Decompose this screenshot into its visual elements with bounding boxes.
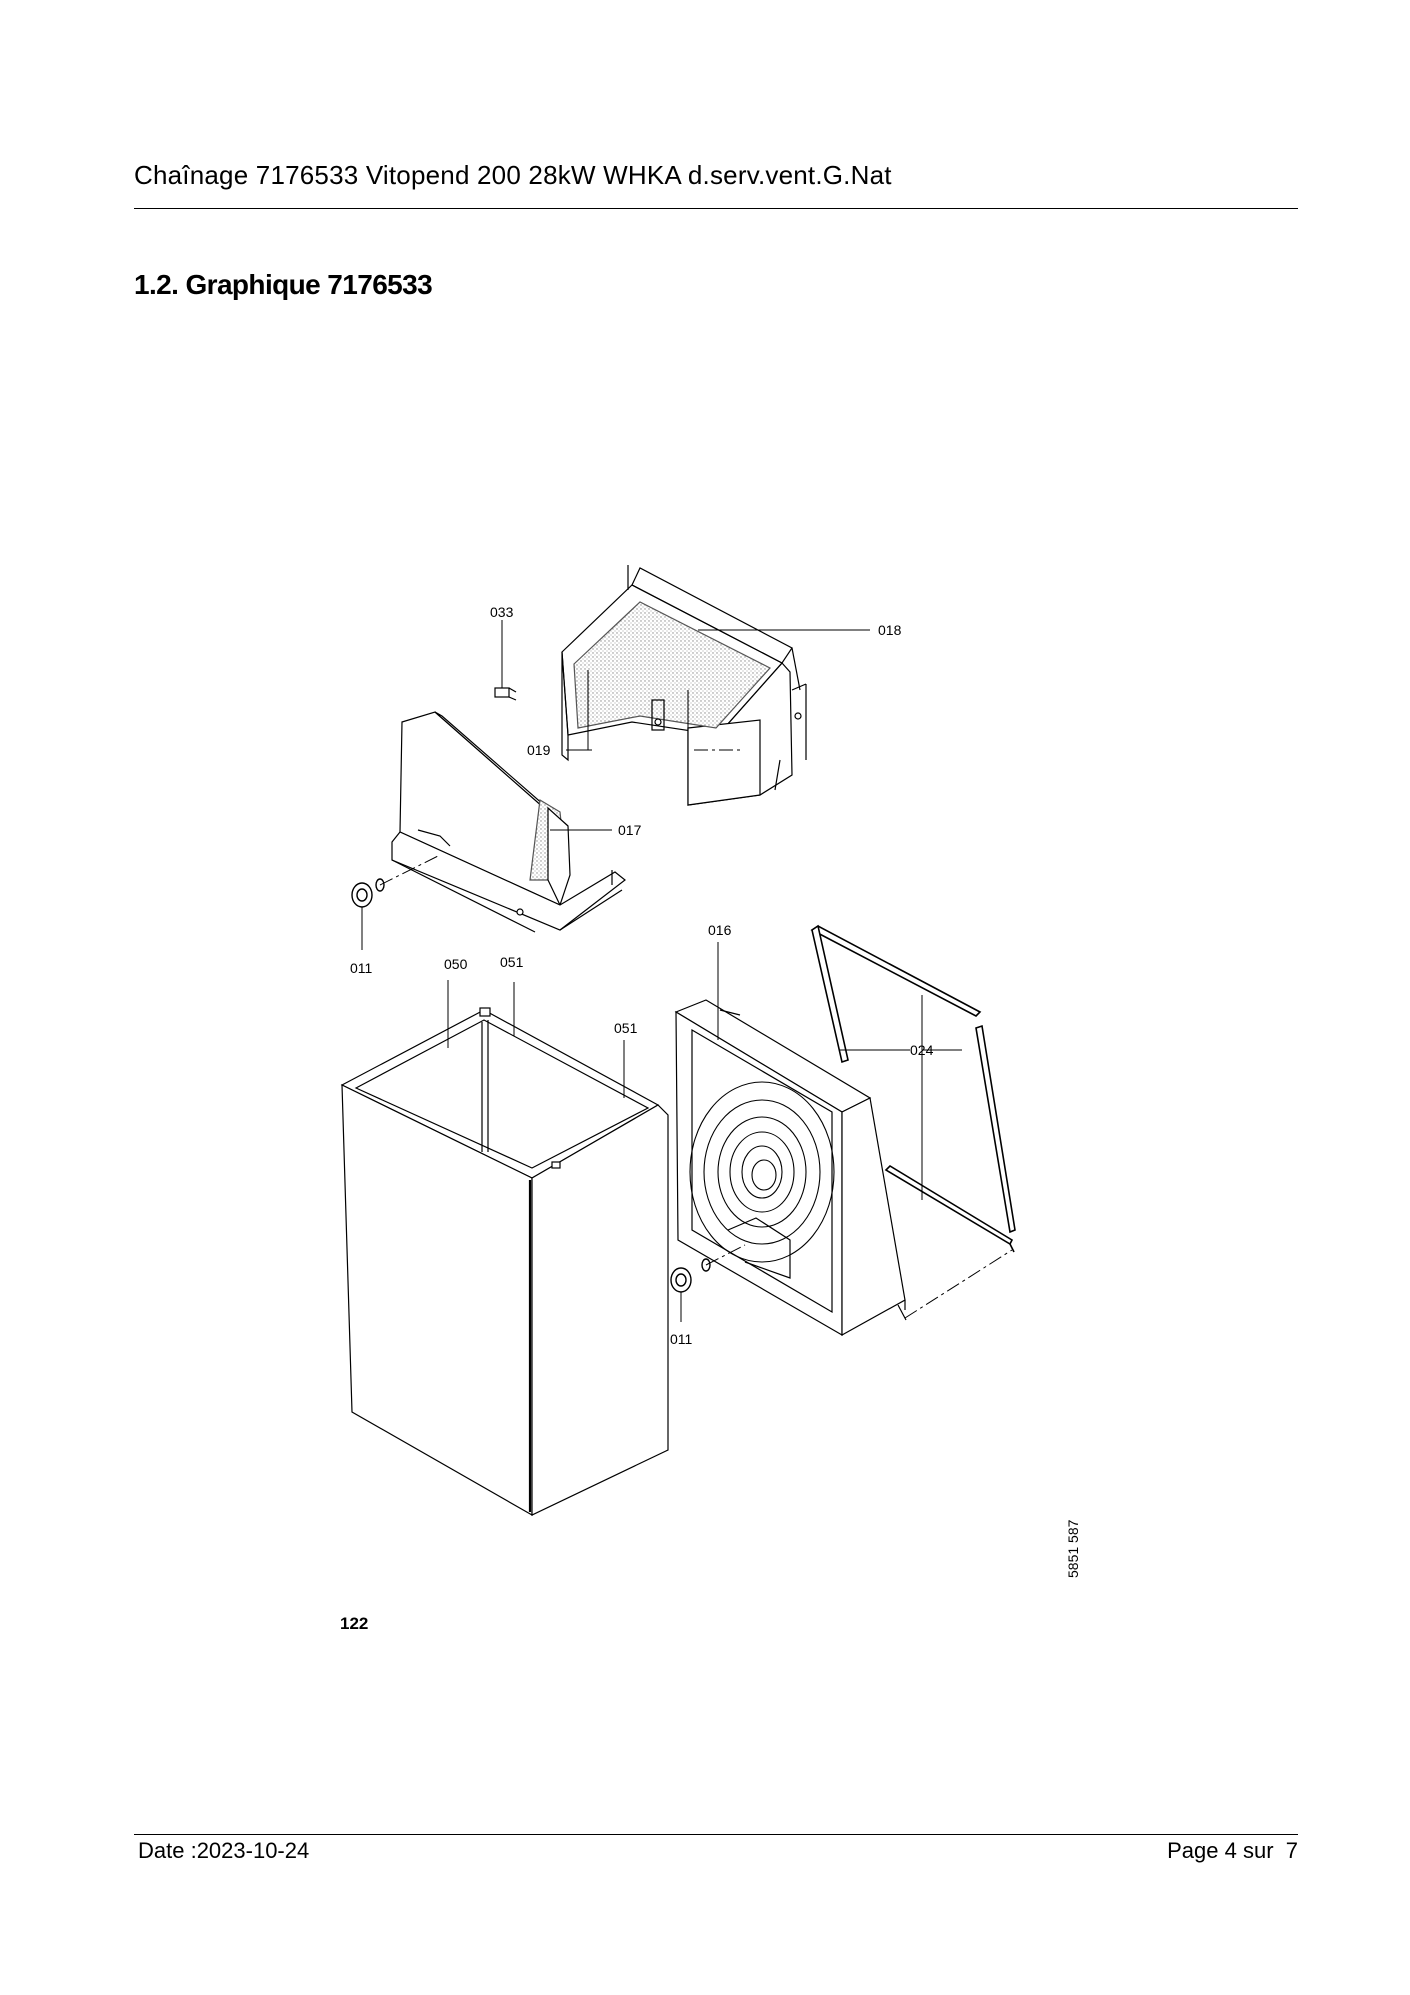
callout-018: 018 (878, 622, 902, 638)
section-title: 1.2. Graphique 7176533 (134, 269, 433, 300)
callout-050: 050 (444, 956, 468, 972)
callout-labels: 033 018 019 017 011 050 051 051 016 024 … (350, 604, 1081, 1578)
page-header-title: Chaînage 7176533 Vitopend 200 28kW WHKA … (134, 160, 892, 190)
header-rule (134, 208, 1298, 209)
callout-033: 033 (490, 604, 514, 620)
callout-016: 016 (708, 922, 732, 938)
callout-024: 024 (910, 1042, 934, 1058)
callout-011-right: 011 (670, 1331, 693, 1347)
part-017-cover (391, 711, 626, 933)
part-011-grommet-left (351, 878, 385, 908)
callout-051-upper: 051 (500, 954, 524, 970)
part-033-clip (494, 687, 517, 701)
part-018-frame (561, 565, 807, 806)
callout-017: 017 (618, 822, 642, 838)
callout-011-left: 011 (350, 960, 373, 976)
drawing-reference-number: 5851 587 (1065, 1519, 1081, 1578)
part-024-seal-strips (810, 924, 1016, 1253)
figure-number: 122 (340, 1614, 369, 1633)
part-016-fan-housing (674, 999, 907, 1337)
part-050-casing (340, 1007, 669, 1517)
callout-051-lower: 051 (614, 1020, 638, 1036)
footer-rule (134, 1834, 1298, 1835)
part-011-grommet-right (670, 1258, 711, 1293)
leader-lines (361, 620, 1013, 1322)
footer-page-number: Page 4 sur 7 (1167, 1838, 1298, 1863)
footer-date: Date :2023-10-24 (138, 1838, 310, 1863)
callout-019: 019 (527, 742, 551, 758)
